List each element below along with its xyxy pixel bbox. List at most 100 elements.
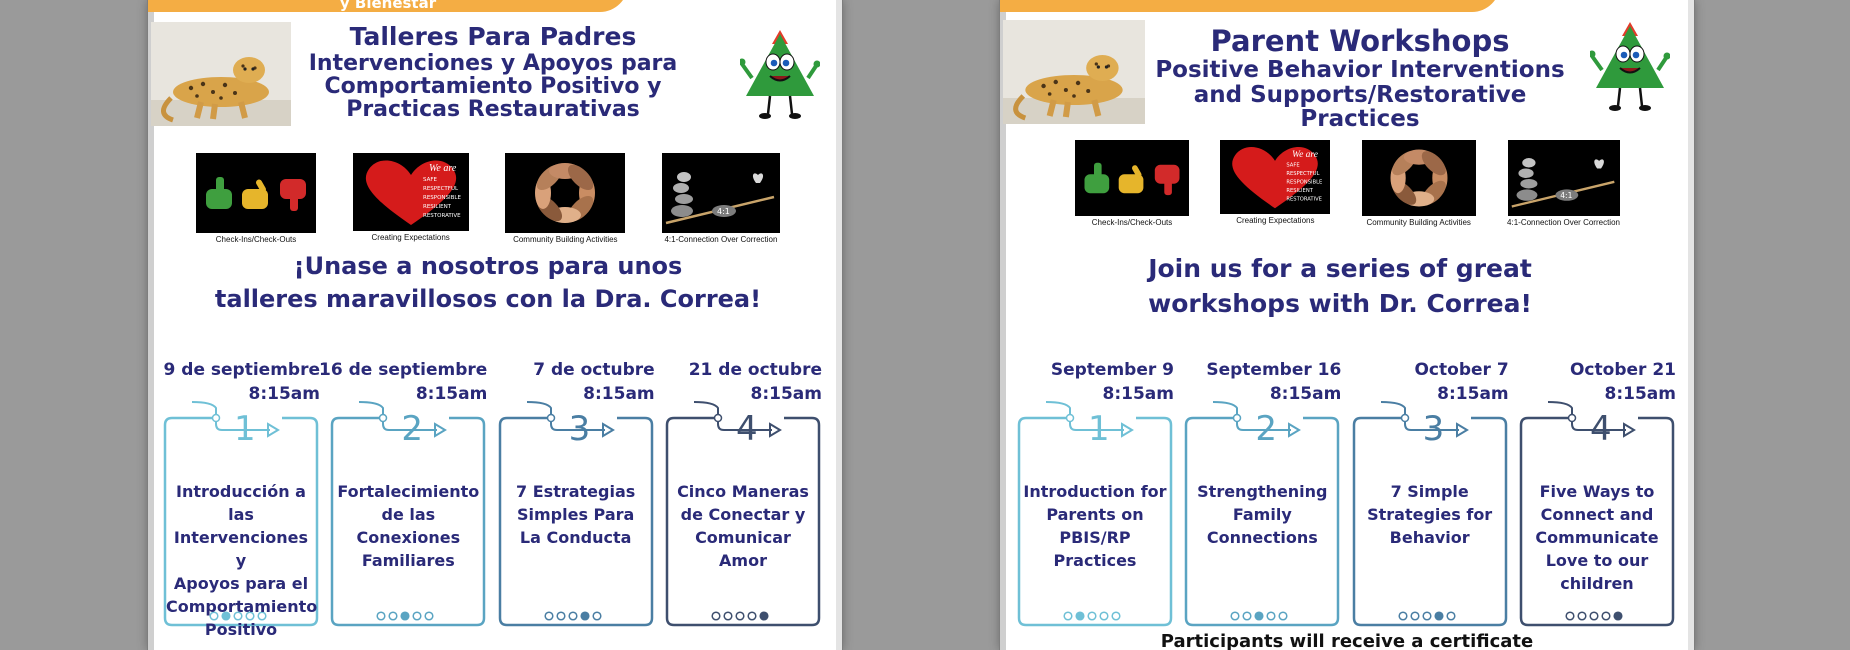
cheetah-photo [151,22,291,126]
thumb-connection: 4:1 4:1-Connection Over Correction [1507,140,1620,227]
progress-dot [1446,611,1456,621]
svg-text:RESPECTFUL: RESPECTFUL [1287,171,1320,177]
workshop-frame-outline [163,416,319,627]
thumb-caption: 4:1-Connection Over Correction [664,235,778,244]
page-edge-right [1688,0,1694,650]
progress-dot [221,611,231,621]
workshop-frame-outline [1185,416,1340,627]
workshop-date-text: 21 de octubre [688,360,822,380]
workshop-arrow-head [1121,422,1134,438]
progress-dot [257,611,267,621]
thumb-caption: 4:1-Connection Over Correction [1507,218,1620,227]
workshop-time: 8:15am [1604,384,1676,404]
title-block: Parent Workshops Positive Behavior Inter… [1145,26,1575,131]
workshop-arrow-node [379,413,388,423]
workshop-arrow-node [713,413,723,423]
thumb-connection: 4:1 4:1-Connection Over Correction [661,153,780,244]
progress-dot [1278,611,1288,621]
svg-text:We are: We are [429,163,457,174]
workshop-frame [1519,401,1675,627]
banner-text: y Bienestar [339,0,437,12]
workshop-date: September 16 8:15am [1206,358,1341,406]
workshop-arrow-head [601,422,615,438]
workshop-date: 16 de septiembre 8:15am [319,358,487,406]
workshop-frame-outline [1352,416,1507,627]
workshop-arrow-node [1233,413,1242,423]
workshop-frame-outline [665,416,821,627]
workshop-number: 2 [401,409,423,449]
workshop-date-text: September 16 [1206,360,1342,380]
progress-dot [1601,611,1611,621]
progress-dot [1613,611,1623,621]
workshop-topic: Introduction for Parents on PBIS/RP Prac… [1023,482,1167,570]
progress-dot [1565,611,1575,621]
thumb-community: Community Building Activities [505,153,626,244]
workshop-date-text: 9 de septiembre [163,360,320,380]
title-block: Talleres Para Padres Intervenciones y Ap… [298,22,688,121]
progress-dot [735,611,745,621]
workshop-time: 8:15am [248,384,320,404]
page-title: Talleres Para Padres [349,22,637,51]
hands-icon [1361,140,1476,216]
workshop-date: 7 de octubre 8:15am [533,358,654,406]
progress-dot [711,611,721,621]
workshop-number: 2 [1255,409,1277,449]
workshop-frame-outline [1519,416,1675,627]
triangle-mascot [738,30,821,122]
workshop-frame [331,401,486,627]
svg-text:RESPECTFUL: RESPECTFUL [423,186,459,192]
workshop-number: 3 [568,409,591,449]
svg-text:RESPONSIBLE: RESPONSIBLE [1287,180,1323,186]
footer-text: Participants will receive a certificate [1160,631,1534,650]
progress-dot [1099,611,1109,621]
top-banner [1000,0,1500,12]
workshop-arrow-node [1400,413,1409,423]
workshop-arrow-line [1380,401,1459,431]
workshop-date: 9 de septiembre 8:15am [164,358,320,406]
thumb-caption: Creating Expectations [371,233,450,242]
progress-dot [580,611,590,621]
progress-dot [1230,611,1240,621]
progress-dot [245,611,255,621]
workshop-arrow-head [267,422,280,438]
workshop-topic: Fortalecimiento de las Conexiones Famili… [337,482,480,570]
page-title: Parent Workshops [1210,24,1510,58]
english-flyer-page: Parent Workshops Positive Behavior Inter… [1000,0,1694,650]
workshop-arrow-head [1288,422,1302,438]
workshop-arrow-head [434,422,448,438]
workshop-number: 4 [1589,409,1612,449]
progress-dot [376,611,386,621]
thumbs-icon [1075,140,1189,216]
workshop-date: 21 de octubre 8:15am [689,358,822,406]
workshop-date-text: 7 de octubre [533,360,655,380]
top-banner: y Bienestar [148,0,628,12]
progress-dot [400,611,410,621]
svg-text:SAFE: SAFE [1287,163,1300,169]
progress-dot [1410,611,1420,621]
progress-dot [592,611,602,621]
workshop-topic: Strengthening Family Connections [1197,482,1328,547]
workshop-frame-outline [1017,416,1173,627]
progress-dot [209,611,219,621]
invite-text: Join us for a series of great workshops … [1148,254,1532,318]
svg-text:4:1: 4:1 [717,207,730,216]
invite-text: ¡Unase a nosotros para unos talleres mar… [214,252,762,314]
workshop-frame [498,401,653,627]
workshop-date-text: 16 de septiembre [319,360,488,380]
workshop-number: 4 [735,409,758,449]
page-edge-left [1000,0,1006,650]
svg-text:RESTORATIVE: RESTORATIVE [1287,197,1323,203]
workshop-topic: Five Ways to Connect and Communicate Lov… [1535,482,1659,593]
progress-dot [1577,611,1587,621]
progress-dot [1075,611,1085,621]
workshop-number: 1 [1088,409,1110,449]
